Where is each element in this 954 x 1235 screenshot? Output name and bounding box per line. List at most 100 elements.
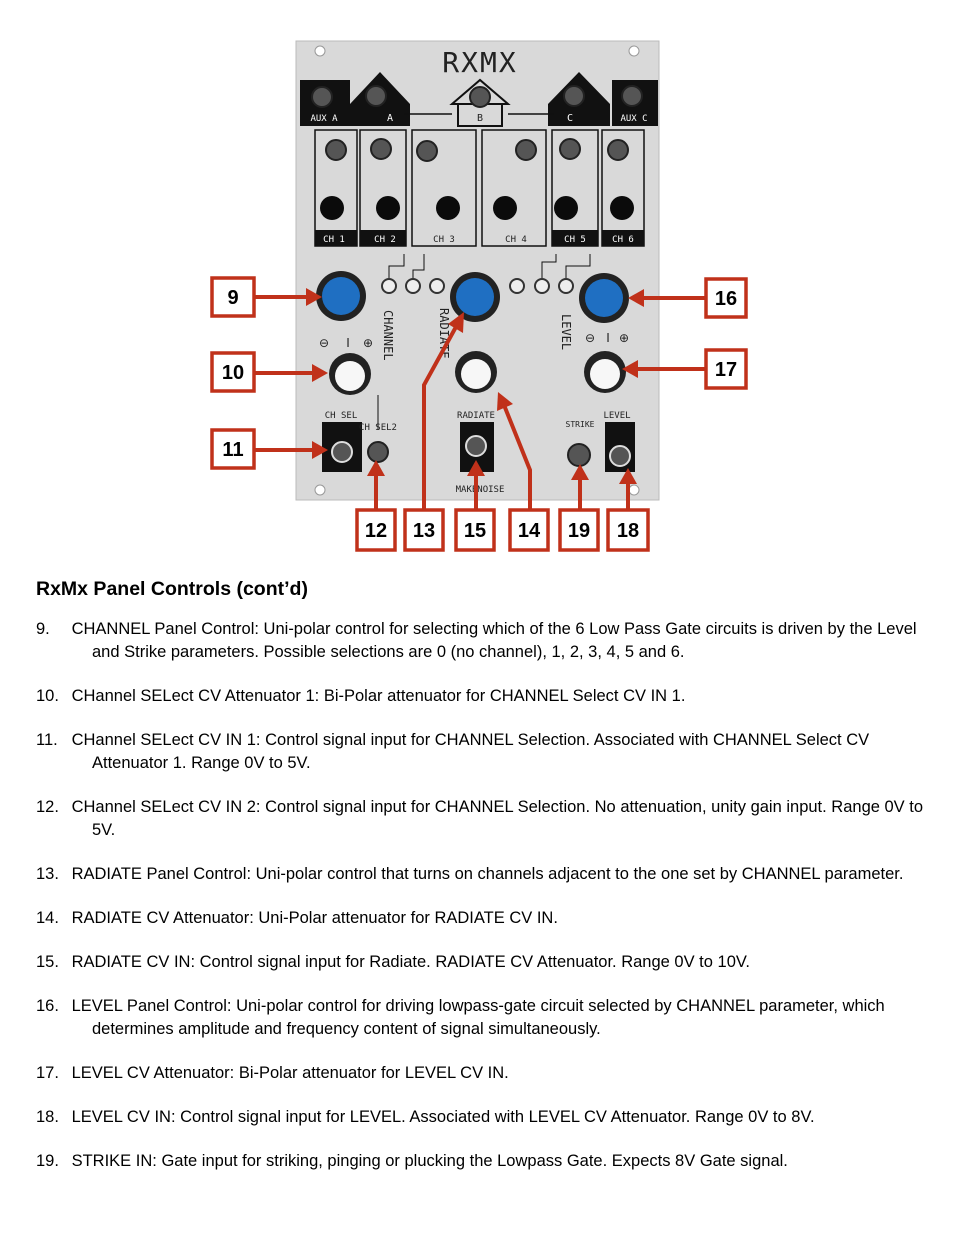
knob-ch-sel-atten[interactable] — [329, 353, 371, 395]
mark-zero: I — [606, 331, 610, 345]
item-text: LEVEL Panel Control: Uni-polar control f… — [71, 997, 885, 1038]
jack-label-b: B — [477, 113, 483, 124]
callout-19: 19 — [558, 508, 600, 552]
jack-ch1[interactable] — [325, 139, 347, 161]
item-text: STRIKE IN: Gate input for striking, ping… — [71, 1152, 788, 1170]
mount-screw-hole — [314, 45, 326, 57]
svg-text:16: 16 — [715, 288, 737, 310]
callout-9: 9 — [210, 276, 256, 318]
item-number: 13. — [36, 865, 59, 883]
jack-strike[interactable] — [567, 443, 591, 467]
jack-ch3[interactable] — [416, 140, 438, 162]
channel-jacks — [325, 138, 629, 162]
callout-16: 16 — [704, 277, 748, 319]
channel-label-1: CH 1 — [323, 235, 345, 245]
jack-ch4[interactable] — [515, 139, 537, 161]
svg-text:15: 15 — [464, 520, 486, 542]
channel-label-4: CH 4 — [505, 235, 527, 245]
knob-radiate[interactable] — [450, 272, 500, 322]
button-ch6[interactable] — [610, 196, 634, 220]
panel-title: RXMX — [442, 46, 517, 79]
io-label-strike: STRIKE — [566, 420, 595, 429]
item-number: 9. — [36, 620, 50, 638]
button-ch2[interactable] — [376, 196, 400, 220]
knob-channel[interactable] — [316, 271, 366, 321]
jack-a[interactable] — [365, 85, 387, 107]
mark-plus: ⊕ — [363, 336, 373, 350]
jack-aux-c[interactable] — [621, 85, 643, 107]
jack-ch2[interactable] — [370, 138, 392, 160]
list-item: 18. LEVEL CV IN: Control signal input fo… — [36, 1106, 936, 1129]
button-ch3[interactable] — [436, 196, 460, 220]
section-title: RxMx Panel Controls (cont’d) — [36, 578, 308, 600]
mount-screw-hole — [628, 45, 640, 57]
list-item: 17. LEVEL CV Attenuator: Bi-Polar attenu… — [36, 1062, 936, 1085]
knob-level-atten[interactable] — [584, 351, 626, 393]
jack-ch5[interactable] — [559, 138, 581, 160]
io-label-ch-sel: CH SEL — [325, 411, 358, 421]
item-text: LEVEL CV Attenuator: Bi-Polar attenuator… — [71, 1064, 509, 1082]
item-number: 14. — [36, 909, 59, 927]
channel-label-3: CH 3 — [433, 235, 455, 245]
svg-text:19: 19 — [568, 520, 590, 542]
svg-text:13: 13 — [413, 520, 435, 542]
svg-text:17: 17 — [715, 359, 737, 381]
button-ch4[interactable] — [493, 196, 517, 220]
bottom-jacks — [331, 435, 631, 467]
mount-screw-hole — [314, 484, 326, 496]
label-channel: CHANNEL — [381, 310, 395, 361]
callout-arrows — [254, 288, 706, 510]
jack-aux-a[interactable] — [311, 86, 333, 108]
knob-radiate-atten[interactable] — [455, 351, 497, 393]
list-item: 12. CHannel SELect CV IN 2: Control sign… — [36, 796, 936, 842]
item-text: CHannel SELect CV Attenuator 1: Bi-Polar… — [71, 687, 686, 705]
jack-c[interactable] — [563, 85, 585, 107]
jack-ch-sel-1[interactable] — [331, 441, 353, 463]
jack-b[interactable] — [469, 86, 491, 108]
channel-label-2: CH 2 — [374, 235, 396, 245]
svg-text:14: 14 — [518, 520, 541, 542]
control-list: 9. CHANNEL Panel Control: Uni-polar cont… — [36, 618, 936, 1194]
callout-18: 18 — [606, 508, 650, 552]
jack-ch-sel-2[interactable] — [367, 441, 389, 463]
io-label-ch-sel2: CH SEL2 — [359, 423, 397, 433]
channel-label-5: CH 5 — [564, 235, 586, 245]
svg-text:12: 12 — [365, 520, 387, 542]
list-item: 10. CHannel SELect CV Attenuator 1: Bi-P… — [36, 685, 936, 708]
svg-text:18: 18 — [617, 520, 639, 542]
list-item: 16. LEVEL Panel Control: Uni-polar contr… — [36, 995, 936, 1041]
jack-radiate-cv[interactable] — [465, 435, 487, 457]
list-item: 13. RADIATE Panel Control: Uni-polar con… — [36, 863, 936, 886]
item-text: RADIATE Panel Control: Uni-polar control… — [71, 865, 904, 883]
svg-text:10: 10 — [222, 362, 244, 384]
item-number: 19. — [36, 1152, 59, 1170]
item-number: 12. — [36, 798, 59, 816]
io-label-level: LEVEL — [603, 411, 630, 421]
panel-figure: RXMX AUX A A B C AUX C CH 1 — [210, 40, 748, 552]
list-item: 11. CHannel SELect CV IN 1: Control sign… — [36, 729, 936, 775]
callout-17: 17 — [704, 348, 748, 390]
knob-level[interactable] — [579, 273, 629, 323]
jack-label-aux-a: AUX A — [310, 114, 338, 124]
svg-text:11: 11 — [222, 439, 243, 461]
button-ch1[interactable] — [320, 196, 344, 220]
jack-ch6[interactable] — [607, 139, 629, 161]
list-item: 14. RADIATE CV Attenuator: Uni-Polar att… — [36, 907, 936, 930]
callout-11: 11 — [210, 428, 256, 470]
jack-level-cv[interactable] — [609, 445, 631, 467]
brand-logo: MAKENOISE — [456, 485, 505, 495]
list-item: 19. STRIKE IN: Gate input for striking, … — [36, 1150, 936, 1173]
button-ch5[interactable] — [554, 196, 578, 220]
bipolar-marks: ⊖ I ⊕ ⊖ I ⊕ — [319, 331, 629, 350]
item-number: 11. — [36, 731, 58, 749]
item-number: 18. — [36, 1108, 59, 1126]
item-number: 15. — [36, 953, 59, 971]
jack-label-aux-c: AUX C — [620, 114, 647, 124]
callout-12: 12 — [355, 508, 397, 552]
io-label-radiate: RADIATE — [457, 411, 495, 421]
list-item: 15. RADIATE CV IN: Control signal input … — [36, 951, 936, 974]
item-number: 16. — [36, 997, 59, 1015]
label-level: LEVEL — [559, 314, 573, 350]
channel-label-6: CH 6 — [612, 235, 634, 245]
item-text: RADIATE CV Attenuator: Uni-Polar attenua… — [71, 909, 558, 927]
